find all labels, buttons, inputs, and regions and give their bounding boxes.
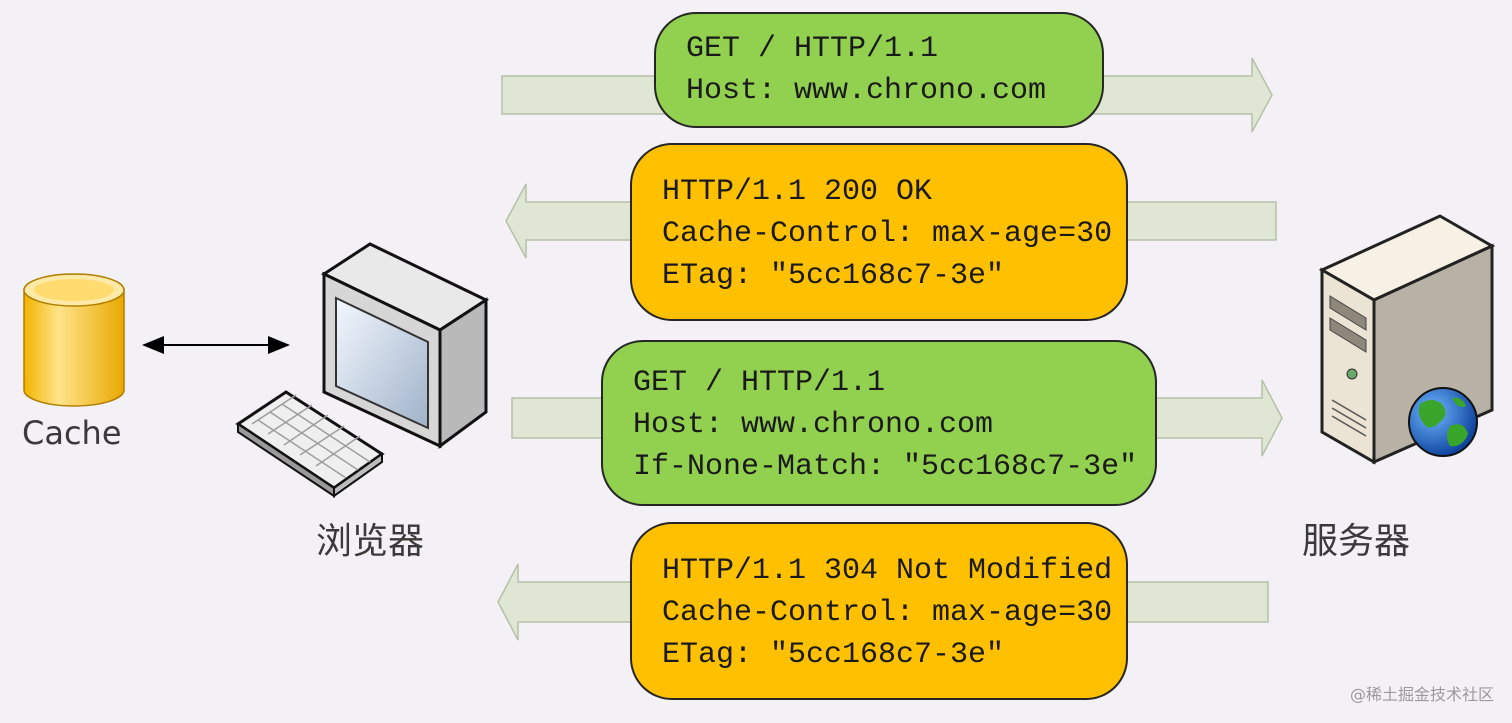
host-header-1: Host: www.chrono.com bbox=[686, 74, 1047, 108]
computer-icon bbox=[320, 242, 490, 449]
server-label: 服务器 bbox=[1302, 521, 1411, 562]
cache-label: Cache bbox=[22, 414, 122, 452]
response-box-2: HTTP/1.1 304 Not Modified Cache-Control:… bbox=[630, 522, 1128, 700]
etag-header-2: ETag: "5cc168c7-3e" bbox=[662, 638, 1005, 672]
response-box-1: HTTP/1.1 200 OK Cache-Control: max-age=3… bbox=[630, 143, 1128, 321]
etag-header-1: ETag: "5cc168c7-3e" bbox=[662, 259, 1005, 293]
cache-browser-arrow bbox=[142, 336, 290, 354]
cache-control-header-1: Cache-Control: max-age=30 bbox=[662, 217, 1113, 251]
status-line-2: HTTP/1.1 304 Not Modified bbox=[662, 554, 1113, 588]
cache-control-header-2: Cache-Control: max-age=30 bbox=[662, 596, 1113, 630]
request-box-2: GET / HTTP/1.1 Host: www.chrono.com If-N… bbox=[601, 340, 1157, 506]
watermark: @稀土掘金技术社区 bbox=[1349, 685, 1494, 704]
request-box-1: GET / HTTP/1.1 Host: www.chrono.com bbox=[654, 12, 1104, 128]
keyboard-icon bbox=[235, 390, 385, 498]
cache-cylinder-icon bbox=[23, 273, 125, 407]
browser-label: 浏览器 bbox=[316, 521, 425, 562]
status-line-1: HTTP/1.1 200 OK bbox=[662, 175, 933, 209]
globe-icon bbox=[1408, 387, 1478, 457]
request-line-2: GET / HTTP/1.1 bbox=[633, 366, 886, 400]
request-line-1: GET / HTTP/1.1 bbox=[686, 32, 939, 66]
if-none-match-header: If-None-Match: "5cc168c7-3e" bbox=[633, 450, 1138, 484]
host-header-2: Host: www.chrono.com bbox=[633, 408, 994, 442]
